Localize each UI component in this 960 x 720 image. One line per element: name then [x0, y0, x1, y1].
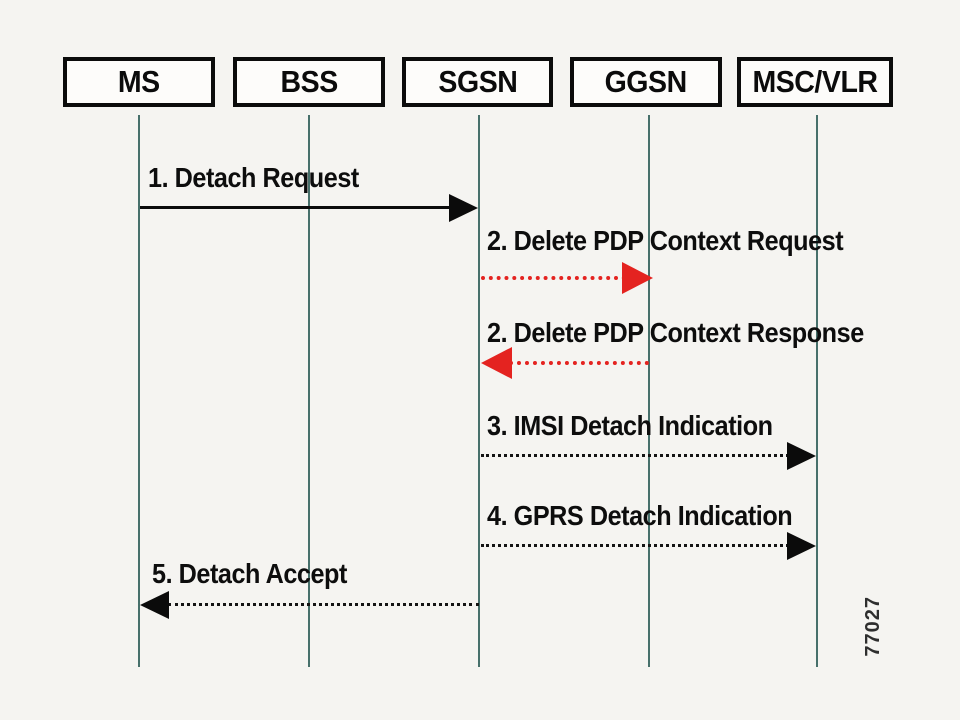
- message-label-delete-pdp-response: 2. Delete PDP Context Response: [487, 317, 864, 348]
- arrowhead-right-icon: [787, 532, 816, 560]
- entity-box-ggsn: GGSN: [570, 57, 722, 107]
- entity-label-ms: MS: [118, 64, 160, 99]
- message-line-detach-request: [140, 206, 452, 209]
- arrowhead-right-icon: [622, 262, 653, 294]
- lifeline-mscvlr: [816, 115, 818, 667]
- message-line-delete-pdp-response: [509, 361, 649, 365]
- message-label-delete-pdp-request: 2. Delete PDP Context Request: [487, 225, 844, 256]
- entity-box-bss: BSS: [233, 57, 385, 107]
- figure-number: 77027: [862, 596, 884, 657]
- lifeline-bss: [308, 115, 310, 667]
- entity-label-sgsn: SGSN: [437, 64, 517, 99]
- message-line-detach-accept: [168, 603, 479, 606]
- lifeline-ggsn: [648, 115, 650, 667]
- message-line-gprs-detach: [481, 544, 789, 547]
- message-label-detach-request: 1. Detach Request: [148, 162, 359, 193]
- entity-label-bss: BSS: [280, 64, 338, 99]
- entity-box-sgsn: SGSN: [402, 57, 553, 107]
- message-label-imsi-detach: 3. IMSI Detach Indication: [487, 410, 773, 441]
- arrowhead-left-icon: [140, 591, 169, 619]
- entity-label-ggsn: GGSN: [604, 64, 688, 99]
- lifeline-ms: [138, 115, 140, 667]
- arrowhead-left-icon: [481, 347, 512, 379]
- arrowhead-right-icon: [449, 194, 478, 222]
- message-label-gprs-detach: 4. GPRS Detach Indication: [487, 500, 793, 531]
- message-line-imsi-detach: [481, 454, 789, 457]
- entity-label-mscvlr: MSC/VLR: [752, 64, 878, 99]
- arrowhead-right-icon: [787, 442, 816, 470]
- entity-box-ms: MS: [63, 57, 215, 107]
- message-line-delete-pdp-request: [481, 276, 626, 280]
- message-label-detach-accept: 5. Detach Accept: [152, 558, 347, 589]
- entity-box-mscvlr: MSC/VLR: [737, 57, 893, 107]
- lifeline-sgsn: [478, 115, 480, 667]
